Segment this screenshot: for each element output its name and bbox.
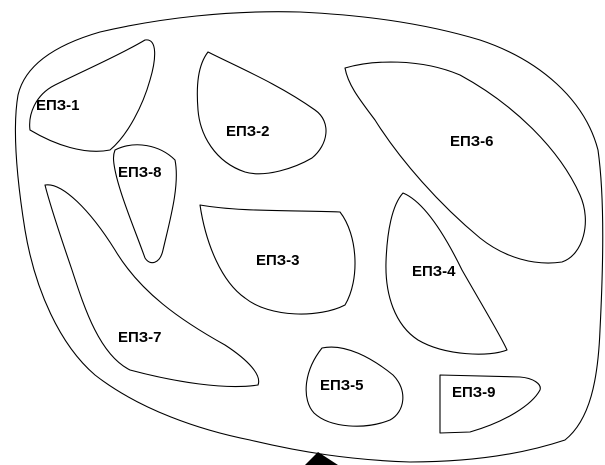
zone-1-outline bbox=[29, 39, 156, 152]
zone-3-outline bbox=[199, 204, 356, 315]
zone-7-outline bbox=[44, 184, 260, 388]
zone-8-outline bbox=[112, 144, 177, 264]
zone-5-outline bbox=[305, 346, 404, 427]
zone-8-label: ЕПЗ-8 bbox=[118, 164, 162, 181]
zone-2-outline bbox=[196, 51, 327, 175]
zone-7-label: ЕПЗ-7 bbox=[118, 329, 162, 346]
zone-1-label: ЕПЗ-1 bbox=[36, 97, 80, 114]
territory-boundary bbox=[14, 11, 604, 463]
zone-4-label: ЕПЗ-4 bbox=[412, 263, 456, 280]
zone-5-label: ЕПЗ-5 bbox=[320, 377, 364, 394]
zone-4-outline bbox=[385, 192, 508, 355]
zone-9-outline bbox=[439, 374, 541, 434]
zone-3-label: ЕПЗ-3 bbox=[256, 252, 300, 269]
pointer-marker-icon bbox=[305, 452, 338, 465]
zone-2-label: ЕПЗ-2 bbox=[226, 123, 270, 140]
zone-6-label: ЕПЗ-6 bbox=[450, 133, 494, 150]
zone-6-outline bbox=[344, 61, 586, 264]
zone-9-label: ЕПЗ-9 bbox=[452, 384, 496, 401]
